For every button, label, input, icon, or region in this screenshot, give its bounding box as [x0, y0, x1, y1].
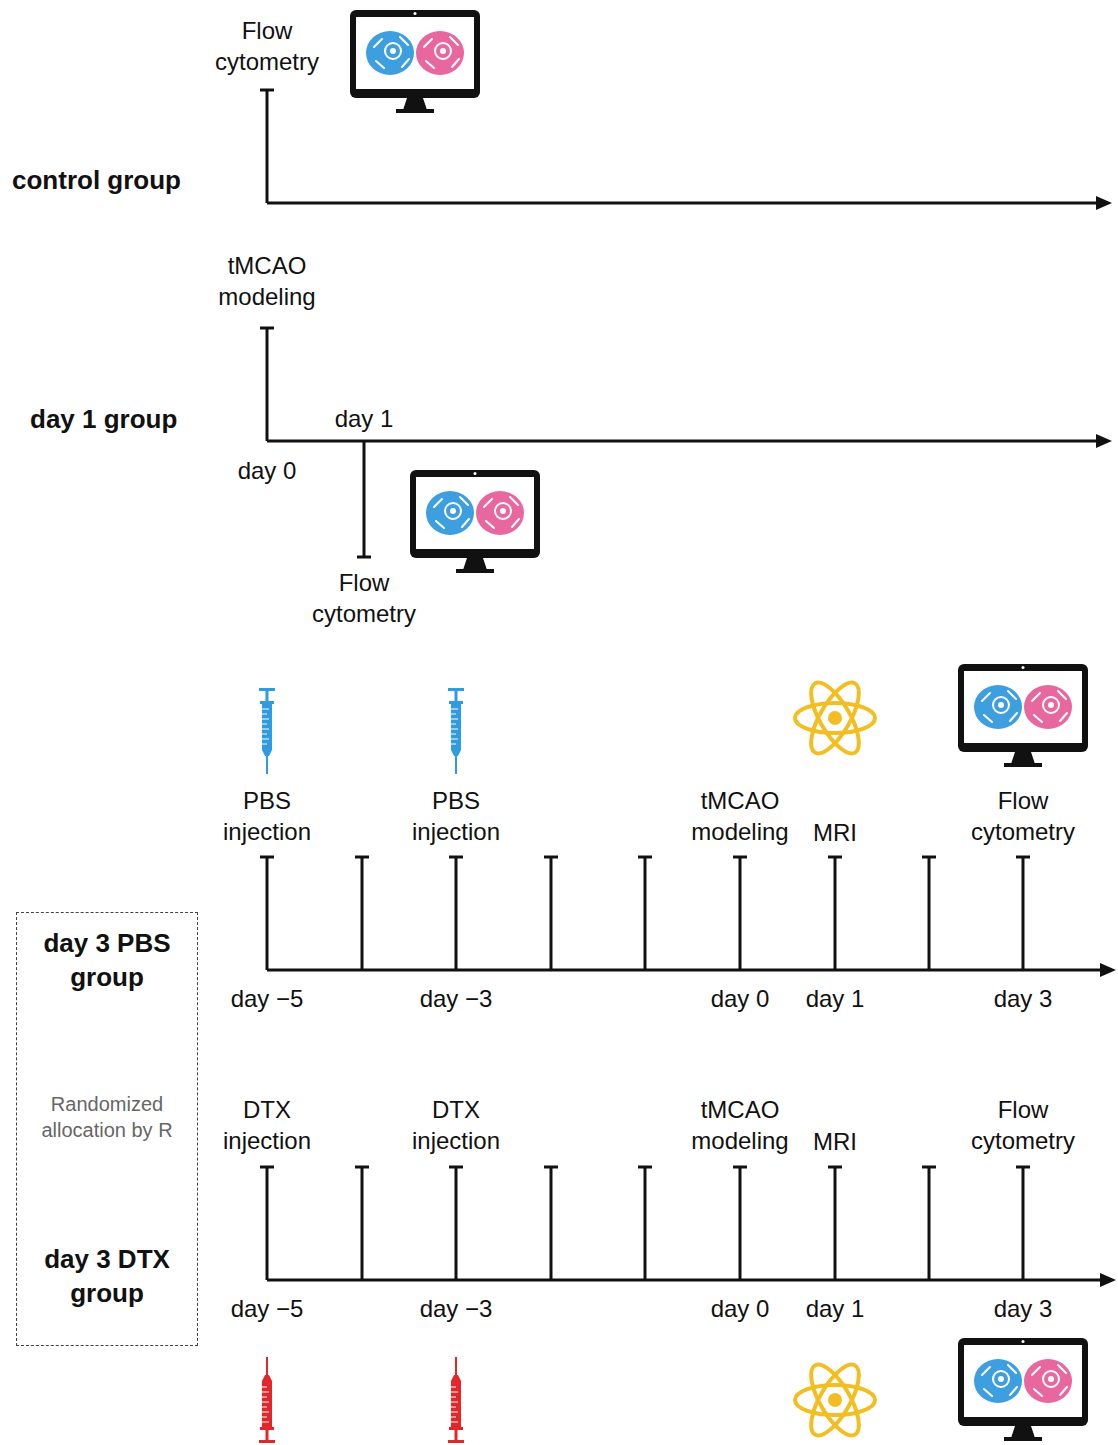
timeline-label: day −3: [409, 1293, 504, 1324]
tick-cap: [638, 856, 652, 859]
time-tick: [739, 1167, 742, 1280]
time-tick: [928, 857, 931, 970]
timeline-label: day 0: [700, 1293, 780, 1324]
time-tick: [1022, 857, 1025, 970]
tick-cap: [922, 1166, 936, 1169]
timeline-label: DTX injection: [210, 1094, 325, 1156]
time-axis: [267, 969, 1106, 972]
timeline-label: day −5: [220, 1293, 315, 1324]
timeline-label: MRI: [800, 1126, 870, 1157]
timeline-label: day 0: [700, 983, 780, 1014]
time-axis: [267, 202, 1102, 205]
tick-cap: [922, 856, 936, 859]
tick-cap: [260, 856, 274, 859]
axis-arrowhead: [1096, 196, 1112, 210]
time-tick: [363, 441, 366, 557]
monitor-icon: [350, 10, 480, 113]
timeline-label: day −5: [220, 983, 315, 1014]
time-tick: [361, 857, 364, 970]
time-tick: [266, 90, 269, 203]
tick-cap: [1016, 856, 1030, 859]
tick-cap: [449, 1166, 463, 1169]
tick-cap: [544, 856, 558, 859]
timeline-label: tMCAO modeling: [678, 1094, 803, 1156]
time-tick: [550, 1167, 553, 1280]
timeline-label: DTX injection: [399, 1094, 514, 1156]
tick-cap: [733, 856, 747, 859]
tick-cap: [733, 1166, 747, 1169]
timeline-label: day 3: [983, 1293, 1063, 1324]
axis-arrowhead: [1096, 434, 1112, 448]
time-axis: [267, 1279, 1106, 1282]
time-tick: [644, 1167, 647, 1280]
time-tick: [928, 1167, 931, 1280]
timeline-label: day 1: [319, 403, 409, 434]
tick-cap: [1016, 1166, 1030, 1169]
timeline-label: PBS injection: [399, 785, 514, 847]
timeline-label: day 1: [795, 1293, 875, 1324]
syringe-icon: [259, 1357, 275, 1443]
mri-atom-icon: [795, 676, 875, 760]
time-tick: [834, 857, 837, 970]
time-tick: [455, 1167, 458, 1280]
group-label: day 3 DTX group: [17, 1243, 197, 1311]
time-tick: [266, 328, 269, 441]
tick-cap: [544, 1166, 558, 1169]
time-tick: [644, 857, 647, 970]
axis-arrowhead: [1100, 1273, 1116, 1287]
tick-cap: [260, 89, 274, 92]
timeline-label: MRI: [800, 817, 870, 848]
tick-cap: [828, 856, 842, 859]
mri-atom-icon: [795, 1358, 875, 1442]
timeline-label: day 1: [795, 983, 875, 1014]
group-label: day 1 group: [30, 403, 220, 437]
tick-cap: [357, 556, 371, 559]
timeline-label: day −3: [409, 983, 504, 1014]
tick-cap: [260, 1166, 274, 1169]
time-tick: [266, 857, 269, 970]
timeline-label: PBS injection: [210, 785, 325, 847]
time-tick: [1022, 1167, 1025, 1280]
randomization-box: day 3 PBS groupRandomized allocation by …: [16, 912, 198, 1346]
tick-cap: [355, 856, 369, 859]
tick-cap: [638, 1166, 652, 1169]
timeline-label: Flow cytometry: [958, 1094, 1088, 1156]
monitor-icon: [410, 470, 540, 573]
syringe-icon: [448, 688, 464, 774]
axis-arrowhead: [1100, 963, 1116, 977]
time-tick: [266, 1167, 269, 1280]
tick-cap: [260, 327, 274, 330]
time-tick: [550, 857, 553, 970]
time-tick: [361, 1167, 364, 1280]
group-label: control group: [12, 164, 222, 198]
timeline-label: Flow cytometry: [299, 567, 429, 629]
monitor-icon: [958, 664, 1088, 767]
tick-cap: [449, 856, 463, 859]
timeline-label: Flow cytometry: [202, 15, 332, 77]
group-label: day 3 PBS group: [17, 927, 197, 995]
time-tick: [455, 857, 458, 970]
note-text: Randomized allocation by R: [17, 1091, 197, 1143]
tick-cap: [355, 1166, 369, 1169]
timeline-label: day 0: [222, 455, 312, 486]
timeline-label: day 3: [983, 983, 1063, 1014]
timeline-label: tMCAO modeling: [678, 785, 803, 847]
timeline-label: tMCAO modeling: [205, 250, 330, 312]
syringe-icon: [259, 688, 275, 774]
monitor-icon: [958, 1338, 1088, 1441]
time-axis: [267, 440, 1102, 443]
time-tick: [834, 1167, 837, 1280]
time-tick: [739, 857, 742, 970]
tick-cap: [828, 1166, 842, 1169]
syringe-icon: [448, 1357, 464, 1443]
timeline-label: Flow cytometry: [958, 785, 1088, 847]
